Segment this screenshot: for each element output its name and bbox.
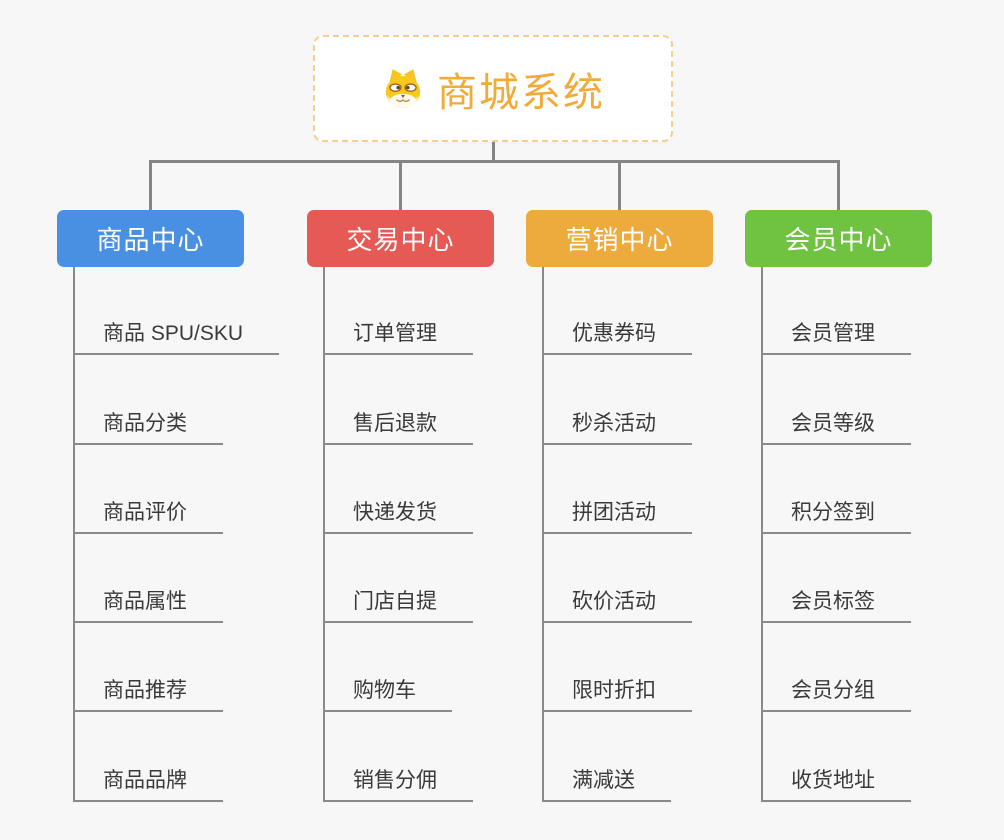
child-topic[interactable]: 满减送 (542, 766, 671, 802)
child-topic-label: 限时折扣 (572, 679, 656, 702)
child-topic-label: 会员分组 (791, 679, 875, 702)
child-topic-label: 会员等级 (791, 412, 875, 435)
child-topic-label: 商品 SPU/SKU (103, 322, 244, 345)
child-topic[interactable]: 积分签到 (761, 498, 911, 534)
connector-drop-trade (399, 160, 402, 210)
child-topic[interactable]: 商品分类 (73, 409, 223, 445)
branch-trade-center: 交易中心 订单管理 售后退款 快递发货 门店自提 购物车 销售分佣 (307, 210, 567, 820)
child-topic[interactable]: 售后退款 (323, 409, 473, 445)
child-topic[interactable]: 快递发货 (323, 498, 473, 534)
child-topic[interactable]: 购物车 (323, 676, 452, 712)
branch-marketing-center: 营销中心 优惠券码 秒杀活动 拼团活动 砍价活动 限时折扣 满减送 (526, 210, 786, 820)
child-topic-label: 拼团活动 (572, 501, 656, 524)
connector-drop-product (149, 160, 152, 210)
child-topic-label: 收货地址 (791, 769, 875, 792)
branch-spine (761, 267, 763, 802)
child-topic[interactable]: 限时折扣 (542, 676, 692, 712)
child-topic-label: 销售分佣 (353, 769, 437, 792)
child-topic[interactable]: 会员管理 (761, 319, 911, 355)
child-topic[interactable]: 销售分佣 (323, 766, 473, 802)
branch-product-center: 商品中心 商品 SPU/SKU 商品分类 商品评价 商品属性 商品推荐 商品品牌 (57, 210, 317, 820)
child-topic-label: 会员管理 (791, 322, 875, 345)
child-topic-label: 商品推荐 (103, 679, 187, 702)
child-topic[interactable]: 商品推荐 (73, 676, 223, 712)
child-topic[interactable]: 商品 SPU/SKU (73, 319, 280, 355)
child-topic[interactable]: 拼团活动 (542, 498, 692, 534)
connector-horizontal-rail (149, 160, 840, 163)
child-topic-label: 购物车 (353, 679, 416, 702)
branch-header-member-center[interactable]: 会员中心 (745, 210, 932, 267)
child-topic[interactable]: 商品品牌 (73, 766, 223, 802)
branch-member-center: 会员中心 会员管理 会员等级 积分签到 会员标签 会员分组 收货地址 (745, 210, 1004, 820)
child-topic[interactable]: 商品评价 (73, 498, 223, 534)
connector-drop-member (837, 160, 840, 210)
child-topic[interactable]: 收货地址 (761, 766, 911, 802)
child-topic-label: 售后退款 (353, 412, 437, 435)
connector-drop-marketing (618, 160, 621, 210)
child-topic[interactable]: 会员等级 (761, 409, 911, 445)
child-topic-label: 商品评价 (103, 501, 187, 524)
child-topic-label: 快递发货 (353, 501, 437, 524)
child-topic-label: 商品品牌 (103, 769, 187, 792)
child-topic-label: 积分签到 (791, 501, 875, 524)
child-topic-label: 门店自提 (353, 590, 437, 613)
child-topic[interactable]: 订单管理 (323, 319, 473, 355)
child-topic[interactable]: 会员标签 (761, 587, 911, 623)
child-topic-label: 会员标签 (791, 590, 875, 613)
child-topic-label: 商品分类 (103, 412, 187, 435)
branch-header-marketing-center[interactable]: 营销中心 (526, 210, 713, 267)
child-topic[interactable]: 优惠券码 (542, 319, 692, 355)
root-node-mall-system[interactable]: 商城系统 (313, 35, 673, 142)
branch-spine (323, 267, 325, 802)
child-topic-label: 满减送 (572, 769, 635, 792)
branch-header-product-center[interactable]: 商品中心 (57, 210, 244, 267)
branch-spine (73, 267, 75, 802)
branch-header-trade-center[interactable]: 交易中心 (307, 210, 494, 267)
doge-icon (385, 68, 421, 108)
child-topic[interactable]: 商品属性 (73, 587, 223, 623)
branch-spine (542, 267, 544, 802)
child-topic-label: 订单管理 (353, 322, 437, 345)
child-topic[interactable]: 秒杀活动 (542, 409, 692, 445)
child-topic-label: 秒杀活动 (572, 412, 656, 435)
connector-root-drop (492, 141, 495, 162)
child-topic-label: 商品属性 (103, 590, 187, 613)
child-topic-label: 优惠券码 (572, 322, 656, 345)
child-topic[interactable]: 砍价活动 (542, 587, 692, 623)
child-topic[interactable]: 门店自提 (323, 587, 473, 623)
child-topic-label: 砍价活动 (572, 590, 656, 613)
child-topic[interactable]: 会员分组 (761, 676, 911, 712)
root-title: 商城系统 (437, 70, 605, 115)
